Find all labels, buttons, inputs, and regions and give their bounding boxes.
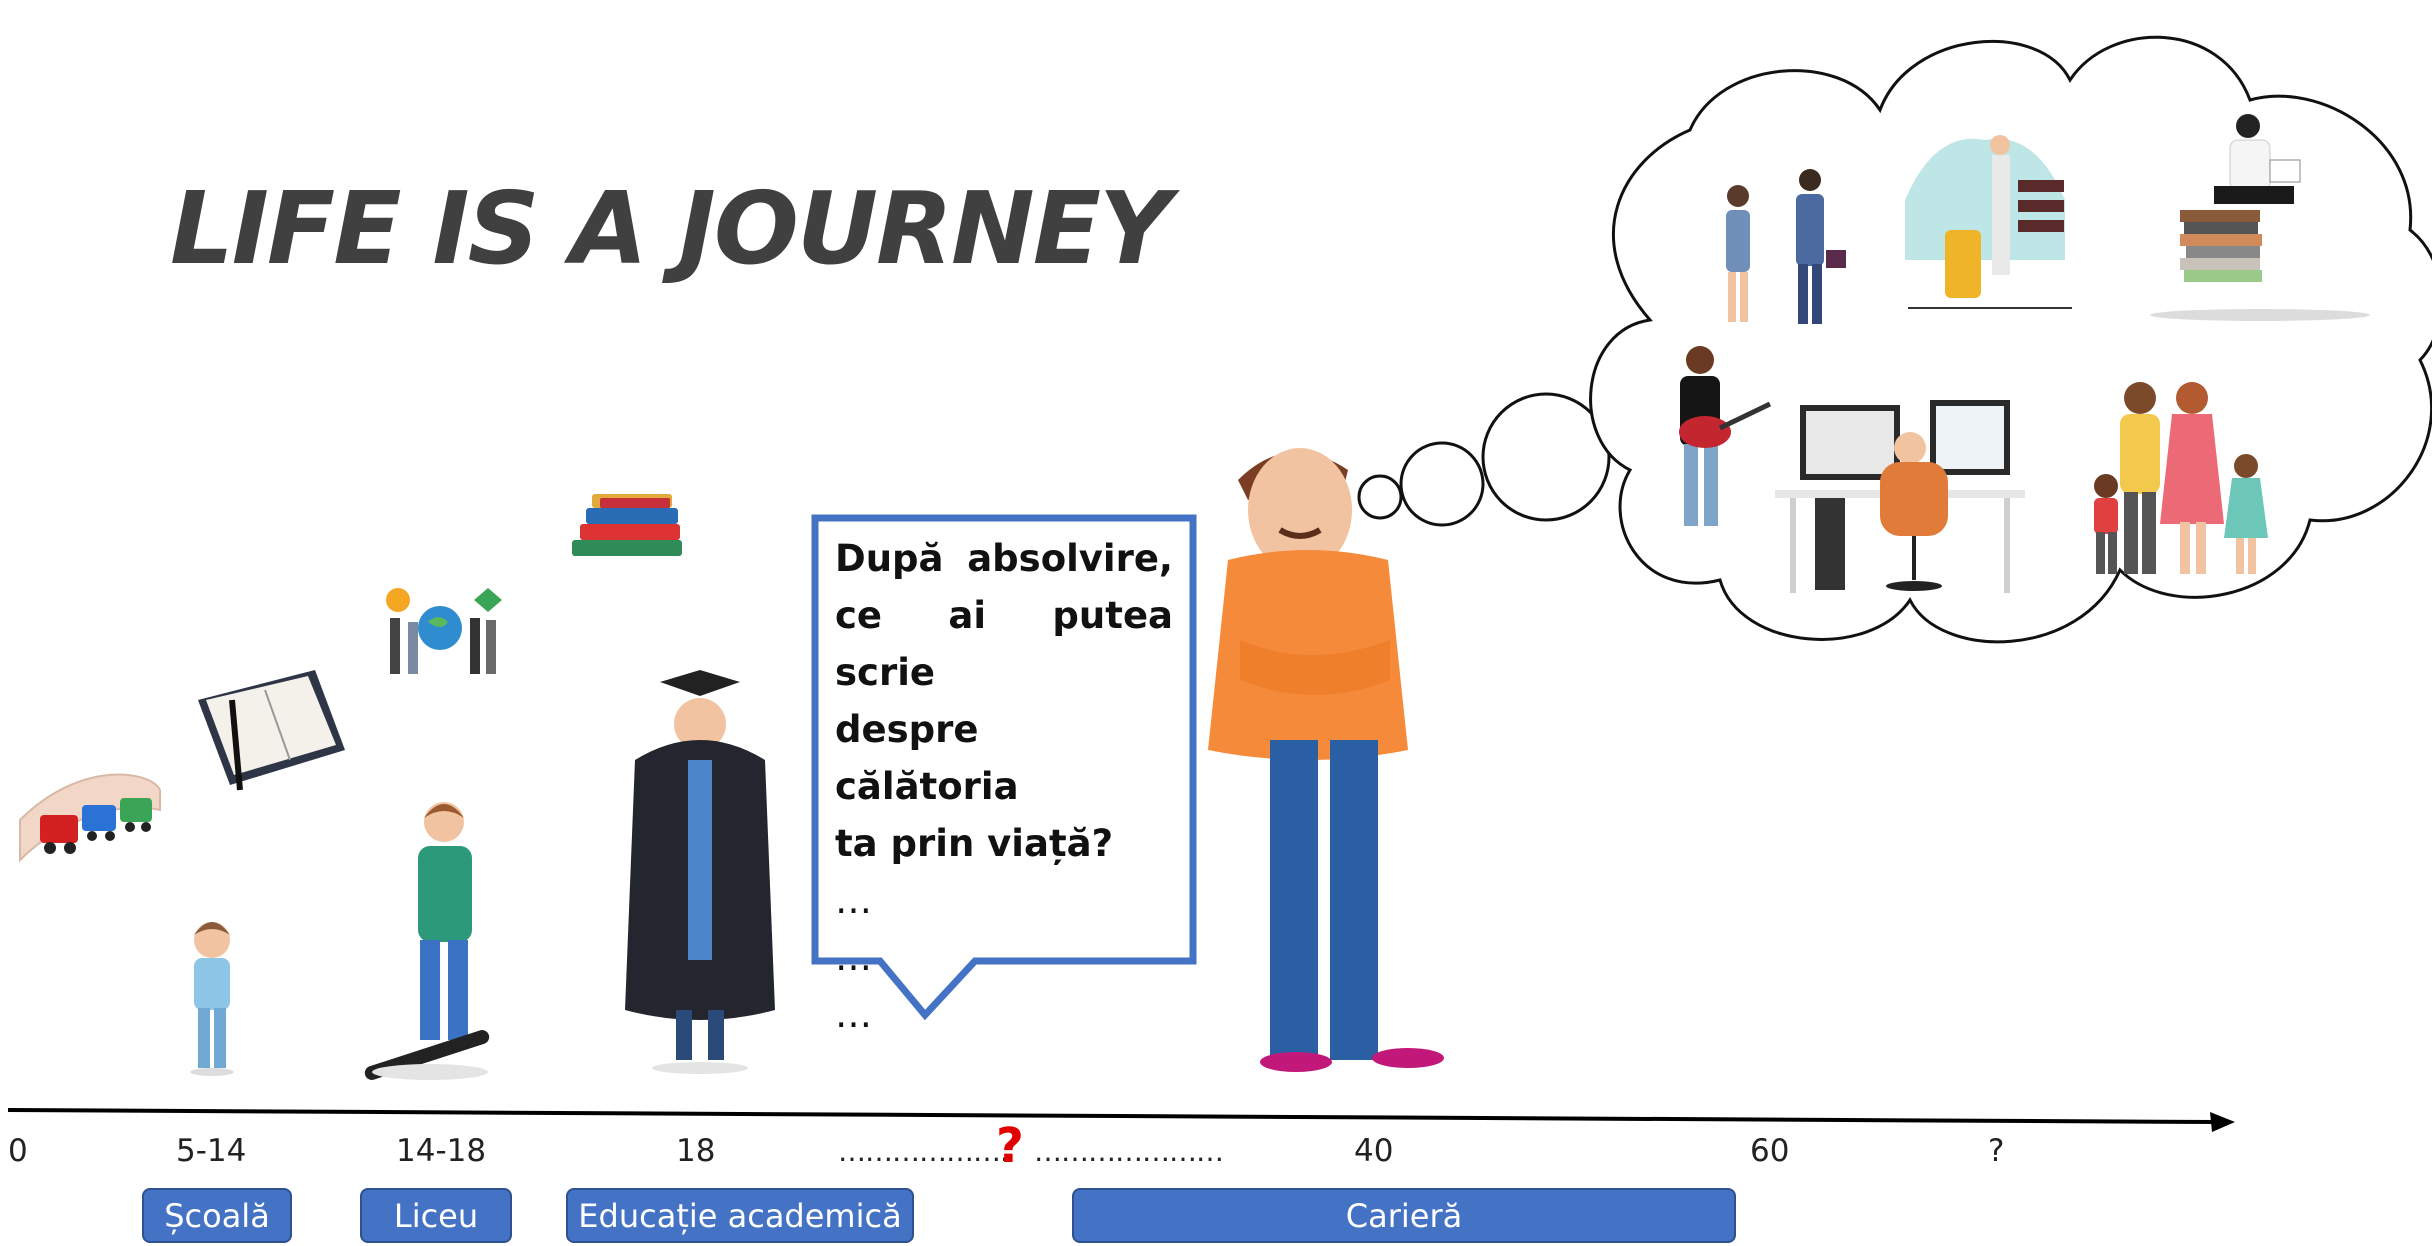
- timeline-question-mark: ?: [996, 1118, 1024, 1174]
- travel-icon: [1905, 135, 2072, 309]
- stage-high-school: Liceu: [360, 1188, 512, 1243]
- stage-school: Școală: [142, 1188, 292, 1243]
- speech-ellipsis-2: …: [835, 936, 876, 979]
- teen-skateboard-icon: [364, 802, 490, 1080]
- speech-bubble-text: După absolvire, ce ai putea scrie despre…: [835, 530, 1173, 1043]
- environment-people-icon: [386, 588, 502, 674]
- graduate-icon: [625, 670, 775, 1074]
- tick-label-unknown: ?: [1988, 1133, 2005, 1169]
- tick-label-60: 60: [1750, 1133, 1790, 1169]
- speech-ellipsis-1: …: [835, 879, 876, 922]
- timeline-dots-right: …………………: [1034, 1135, 1224, 1168]
- tick-label-0: 0: [8, 1133, 28, 1169]
- thought-cloud-icon: [1357, 35, 2432, 644]
- family-icon: [2094, 382, 2268, 574]
- tick-label-40: 40: [1354, 1133, 1394, 1169]
- tick-label-18: 18: [676, 1133, 716, 1169]
- thinking-man-icon: [1208, 448, 1444, 1072]
- tick-label-14-18: 14-18: [396, 1133, 487, 1169]
- stage-academic-education: Educație academică: [566, 1188, 914, 1243]
- speech-line-2: ce ai putea scrie: [835, 594, 1173, 694]
- speech-line-4: ta prin viață?: [835, 822, 1114, 865]
- programmer-desk-icon: [1775, 400, 2025, 593]
- speech-line-3: despre călătoria: [835, 708, 1019, 808]
- speech-ellipsis-3: …: [835, 993, 876, 1036]
- timeline-dots-left: ……………….: [838, 1135, 1009, 1168]
- toy-train-icon: [19, 773, 161, 863]
- stage-career: Carieră: [1072, 1188, 1736, 1243]
- handshake-icon: [1726, 169, 1846, 324]
- page-title: LIFE IS A JOURNEY: [170, 170, 1171, 287]
- planner-icon: [198, 670, 345, 791]
- child-icon: [190, 922, 234, 1076]
- reading-on-books-icon: [2150, 114, 2370, 321]
- books-icon: [572, 494, 682, 556]
- guitarist-icon: [1679, 346, 1772, 526]
- speech-bubble: [811, 514, 1197, 1021]
- tick-label-5-14: 5-14: [176, 1133, 247, 1169]
- speech-line-1: După absolvire,: [835, 537, 1173, 580]
- timeline-arrow: [7, 1108, 2235, 1132]
